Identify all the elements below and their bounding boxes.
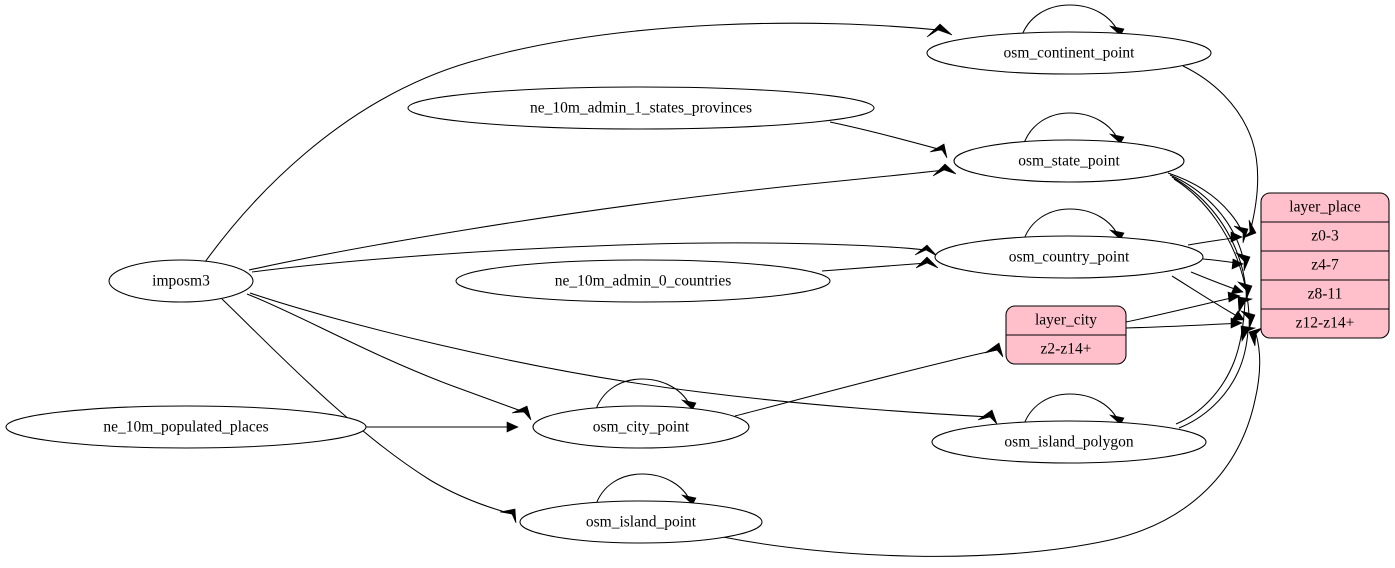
node-label-imposm3: imposm3 — [152, 273, 210, 290]
node-osm_country_point[interactable]: osm_country_point — [934, 235, 1204, 279]
record-row-layer_place-z8-11[interactable]: z8-11 — [1308, 286, 1343, 303]
edge-layer — [204, 4, 1263, 557]
record-node-layer_city[interactable]: layer_city z2-z14+ — [1005, 305, 1127, 365]
edge-osm_country_point-to-layer_place-z4-7 — [1202, 258, 1244, 270]
node-label-osm_country_point: osm_country_point — [1009, 249, 1130, 266]
node-osm_state_point[interactable]: osm_state_point — [953, 139, 1185, 183]
edge-ne_countries-to-osm_country_point — [821, 256, 939, 272]
node-ne_10m_admin_1_states_provinces[interactable]: ne_10m_admin_1_states_provinces — [407, 86, 875, 130]
edge-ne_states-to-osm_state_point — [829, 121, 948, 159]
record-row-layer_city-title: layer_city — [1035, 312, 1097, 329]
edge-osm_island_point-to-layer_place-z12-z14 — [722, 327, 1263, 557]
edge-osm_country_point-to-layer_place-z8-11 — [1190, 271, 1244, 295]
edge-imposm3-to-osm_continent_point — [204, 22, 953, 263]
node-osm_island_point[interactable]: osm_island_point — [519, 500, 763, 544]
edge-layer_city-to-layer_place-z8-11 — [1125, 291, 1241, 323]
edge-osm_country_point-to-layer_place-z0-3 — [1187, 231, 1243, 246]
edge-osm_island_polygon-to-layer_place-z12-z14 — [1178, 325, 1257, 429]
node-ne_10m_populated_places[interactable]: ne_10m_populated_places — [5, 405, 367, 449]
record-row-layer_place-z12-z14[interactable]: z12-z14+ — [1296, 315, 1355, 332]
node-label-osm_continent_point: osm_continent_point — [1004, 45, 1136, 62]
node-label-osm_city_point: osm_city_point — [593, 419, 690, 436]
edge-osm_state_point-to-layer_place-z0-3 — [1167, 172, 1249, 244]
record-row-layer_place-z0-3[interactable]: z0-3 — [1311, 228, 1339, 245]
record-row-layer_place-title: layer_place — [1289, 199, 1361, 216]
edge-osm_city_point-to-layer_city-z2-z14 — [734, 342, 1004, 417]
node-label-osm_island_polygon: osm_island_polygon — [1004, 434, 1133, 451]
edge-osm_state_point-to-layer_place-z8-11 — [1171, 176, 1253, 301]
edge-imposm3-to-osm_state_point — [248, 163, 957, 271]
node-label-osm_island_point: osm_island_point — [586, 514, 697, 531]
edge-imposm3-to-osm_island_point — [221, 298, 517, 524]
node-ne_10m_admin_0_countries[interactable]: ne_10m_admin_0_countries — [455, 259, 831, 303]
edge-osm_country_point-to-layer_place-z12-z14 — [1171, 275, 1245, 321]
edge-imposm3-to-osm_island_polygon — [249, 292, 998, 425]
node-label-ne_10m_populated_places: ne_10m_populated_places — [103, 419, 268, 436]
node-label-ne_10m_admin_0_countries: ne_10m_admin_0_countries — [555, 273, 732, 290]
node-imposm3[interactable]: imposm3 — [108, 259, 254, 303]
edge-imposm3-to-osm_city_point — [246, 293, 532, 421]
record-layer: layer_place z0-3 z4-7 z8-11 z12-z14+ lay… — [1005, 192, 1390, 365]
node-label-ne_10m_admin_1_states_provinces: ne_10m_admin_1_states_provinces — [530, 100, 752, 117]
node-layer: imposm3 ne_10m_admin_1_states_provinces … — [5, 31, 1212, 544]
edge-imposm3-to-osm_country_point — [251, 242, 938, 273]
node-osm_continent_point[interactable]: osm_continent_point — [926, 31, 1212, 75]
edge-ne_places-to-osm_city_point — [366, 421, 519, 433]
edge-layer_city-to-layer_place-z12-z14 — [1125, 317, 1243, 329]
node-label-osm_state_point: osm_state_point — [1018, 153, 1120, 170]
edge-osm_island_polygon-to-layer_place-z8-11 — [1175, 296, 1254, 425]
record-node-layer_place[interactable]: layer_place z0-3 z4-7 z8-11 z12-z14+ — [1260, 192, 1390, 339]
node-osm_island_polygon[interactable]: osm_island_polygon — [931, 420, 1207, 464]
record-row-layer_place-z4-7[interactable]: z4-7 — [1311, 257, 1339, 274]
node-osm_city_point[interactable]: osm_city_point — [532, 405, 750, 449]
record-row-layer_city-z2-z14[interactable]: z2-z14+ — [1041, 341, 1092, 358]
